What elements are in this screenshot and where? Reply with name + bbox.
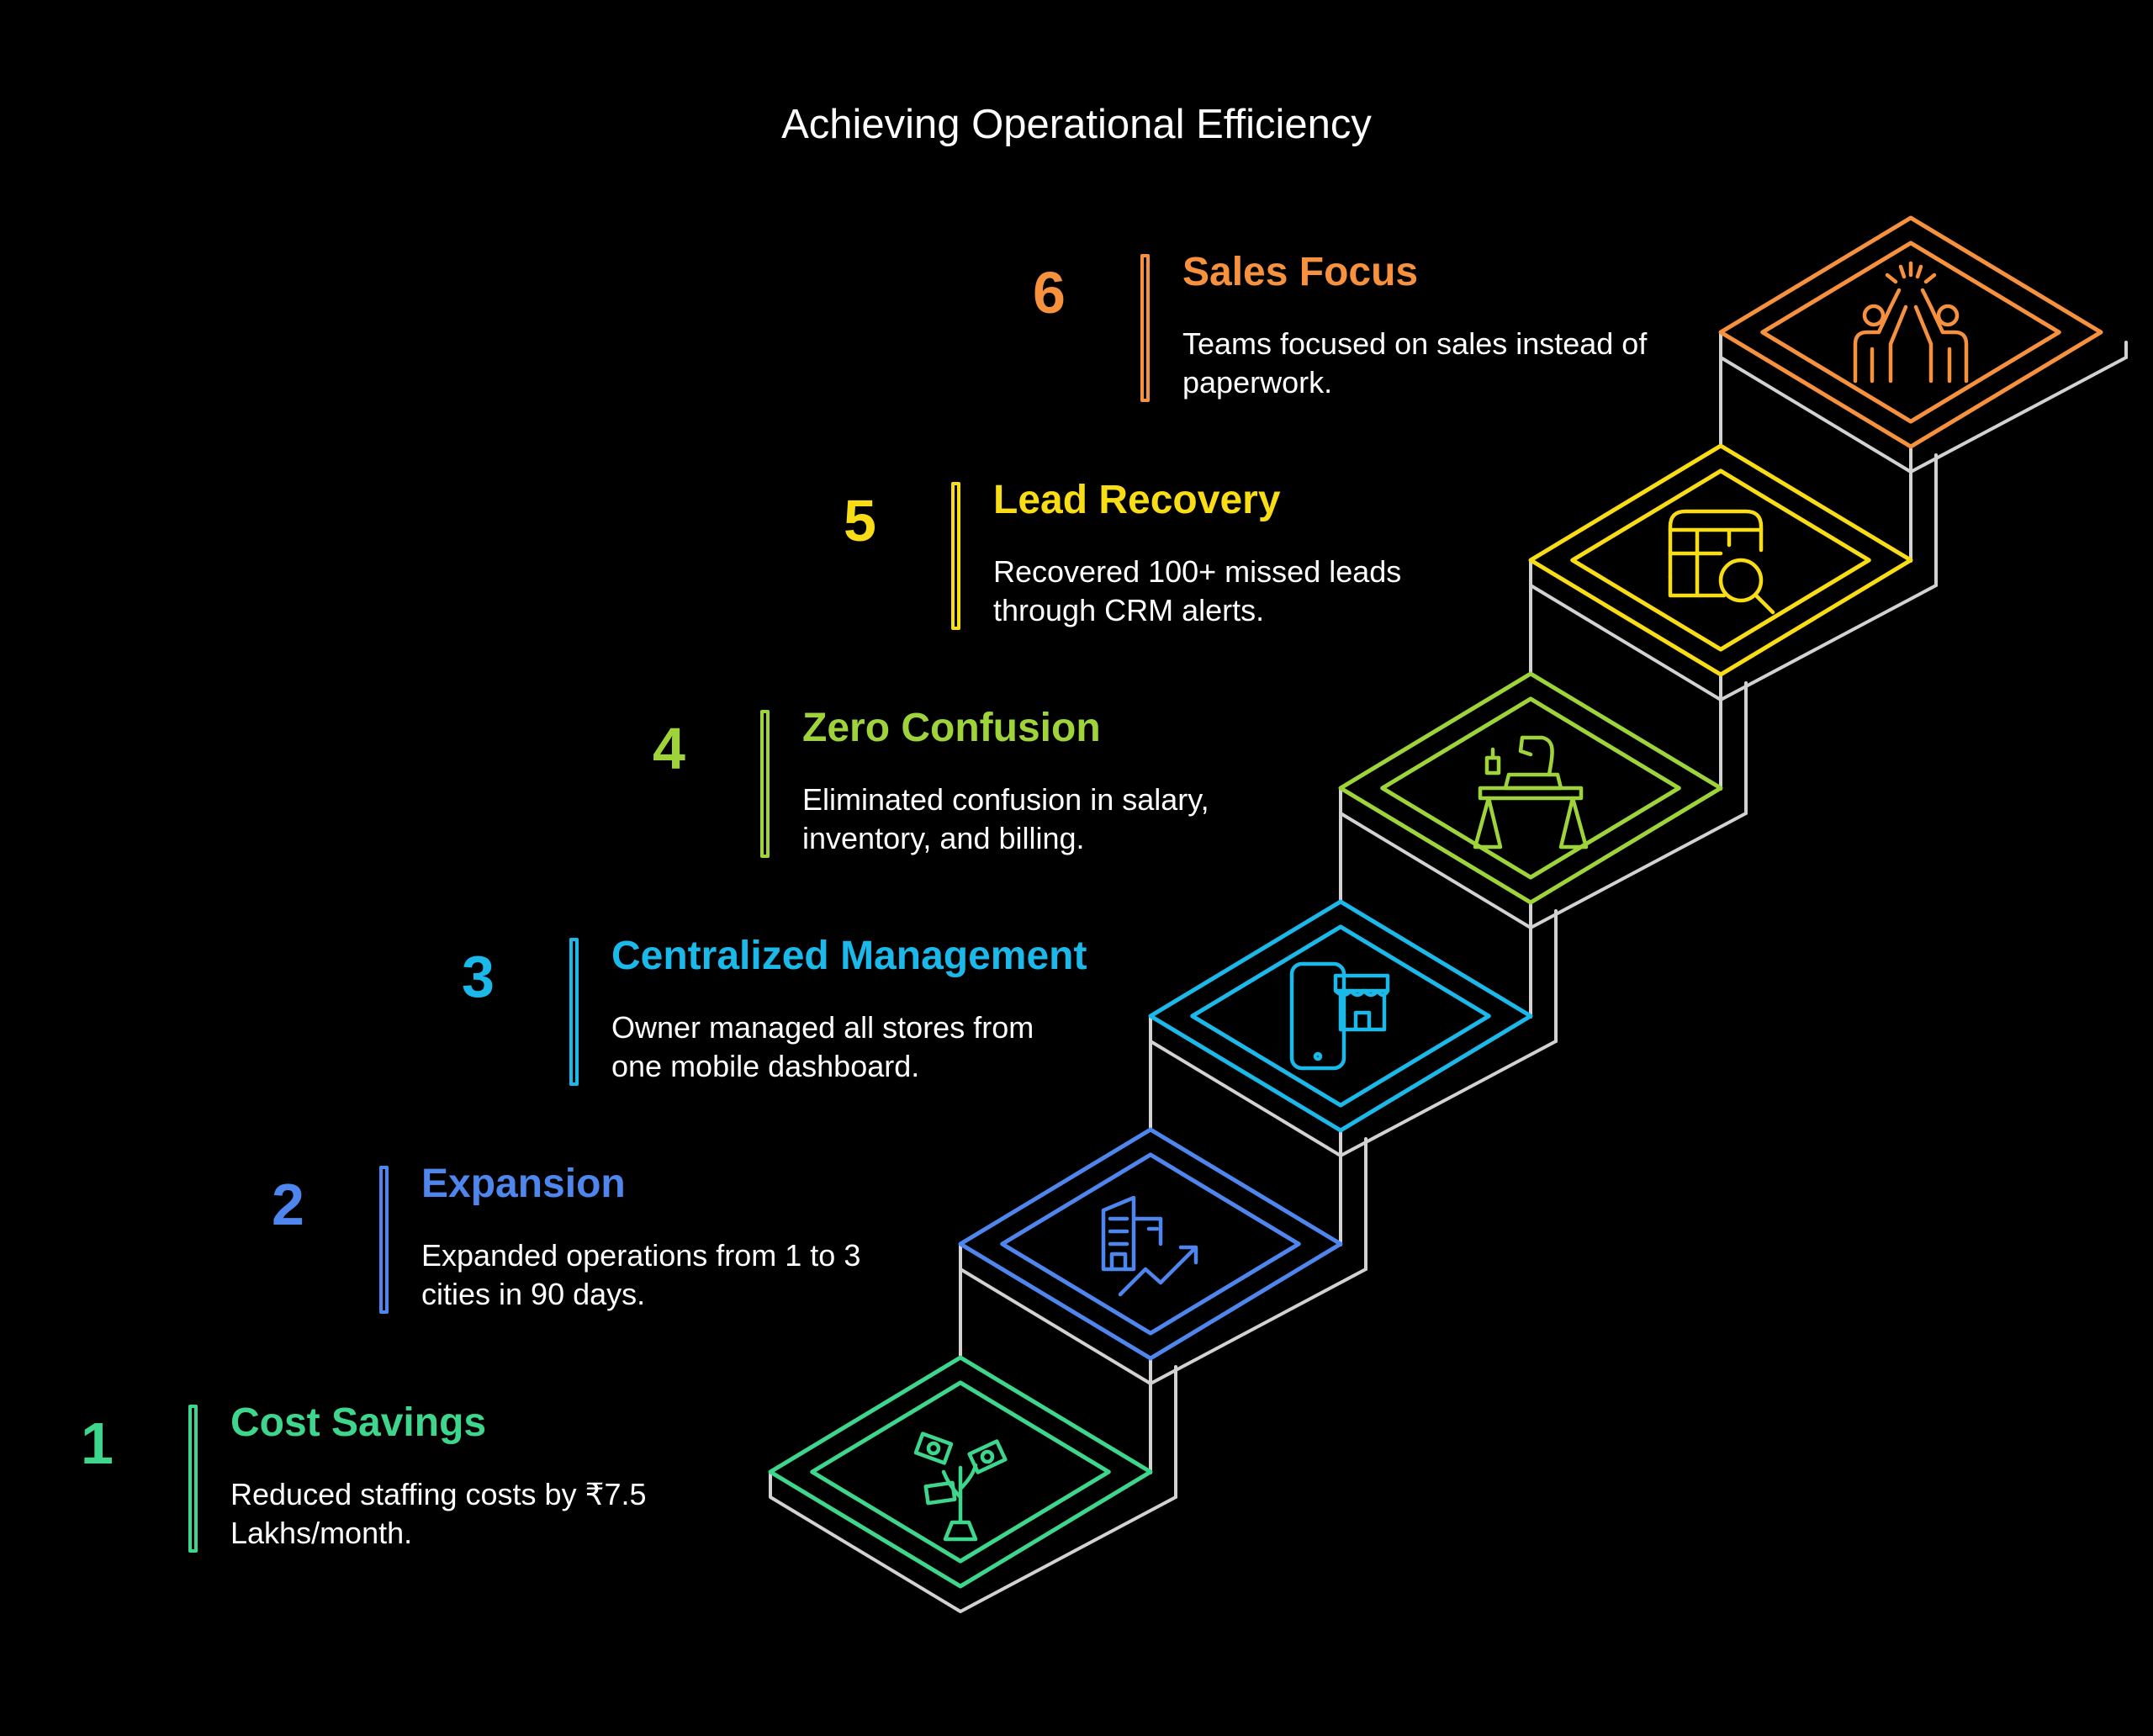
step-accent-bar — [1140, 254, 1150, 402]
step-accent-bar — [569, 938, 579, 1086]
tread-side-edge — [1339, 786, 1748, 929]
step-number: 5 — [844, 488, 876, 553]
table-search-icon-part — [1668, 509, 1764, 580]
step-heading: Lead Recovery — [993, 478, 1281, 522]
tread-side-edge — [1719, 331, 2128, 474]
mobile-store-icon-part — [1313, 1051, 1323, 1061]
staircase-risers — [769, 331, 2128, 1613]
step-description: Teams focused on sales instead of paperw… — [1182, 326, 1648, 400]
mobile-store-icon — [1289, 961, 1390, 1071]
team-high-five-icon-part — [1936, 304, 1960, 327]
team-high-five-icon-part — [1913, 304, 1952, 384]
step-tread-outer — [1718, 215, 2103, 449]
step-heading: Sales Focus — [1182, 250, 1419, 294]
desk-lamp-icon-part — [1473, 796, 1589, 849]
step-tread-outer — [958, 1127, 1343, 1361]
table-search-icon-part — [1718, 558, 1764, 603]
money-plant-icon — [913, 1432, 1008, 1542]
city-growth-icon — [1101, 1195, 1198, 1297]
step-description: Recovered 100+ missed leads through CRM … — [993, 554, 1402, 627]
step-description: Eliminated confusion in salary, inventor… — [802, 782, 1209, 855]
step-tread-outer — [1528, 443, 1913, 677]
money-plant-icon-part — [913, 1432, 954, 1465]
table-search-icon — [1668, 509, 1775, 615]
step-accent-bar — [188, 1405, 198, 1553]
team-high-five-icon — [1853, 261, 1969, 384]
step-tread-inner — [1570, 468, 1871, 652]
team-high-five-icon-part — [1862, 304, 1886, 327]
step-number: 3 — [462, 944, 495, 1009]
step-heading: Expansion — [421, 1162, 626, 1206]
step-description: Expanded operations from 1 to 3 cities i… — [421, 1238, 861, 1311]
team-high-five-icon-part — [1870, 304, 1908, 384]
team-high-five-icon-part — [1885, 261, 1937, 284]
step-number: 2 — [272, 1172, 304, 1237]
money-plant-icon-part — [980, 1449, 995, 1464]
tread-side-edge — [1149, 1014, 1558, 1157]
step-number: 6 — [1033, 260, 1066, 326]
desk-lamp-icon — [1473, 735, 1589, 849]
step-heading: Zero Confusion — [802, 706, 1101, 750]
city-growth-icon-part — [1109, 1252, 1128, 1272]
step-heading: Cost Savings — [230, 1400, 487, 1445]
step-tread-inner — [1190, 924, 1491, 1108]
step-accent-bar — [951, 482, 960, 630]
step-description: Owner managed all stores from one mobile… — [611, 1010, 1034, 1083]
tread-side-edge — [959, 1242, 1367, 1385]
money-plant-icon-part — [926, 1441, 941, 1456]
step-accent-bar — [379, 1166, 389, 1314]
mobile-store-icon-part — [1338, 993, 1387, 1032]
desk-lamp-icon-part — [1518, 735, 1554, 777]
step-tread-inner — [1000, 1152, 1301, 1336]
step-number: 4 — [653, 716, 685, 781]
mobile-store-icon-part — [1289, 961, 1346, 1071]
tread-side-edge — [1529, 558, 1938, 701]
step-heading: Centralized Management — [611, 934, 1087, 978]
tread-side-edge — [769, 1470, 1177, 1613]
staircase-icons — [913, 261, 1969, 1542]
table-search-icon-part — [1754, 593, 1775, 615]
step-description: Reduced staffing costs by ₹7.5 Lakhs/mon… — [230, 1477, 647, 1550]
city-growth-icon-part — [1118, 1245, 1198, 1297]
mobile-store-icon-part — [1333, 973, 1390, 998]
money-plant-icon-part — [967, 1439, 1008, 1474]
diagram-title: Achieving Operational Efficiency — [781, 102, 1372, 147]
money-plant-icon-part — [941, 1463, 978, 1500]
step-tread-inner — [1760, 241, 2061, 424]
team-high-five-icon-part — [1920, 288, 1969, 384]
table-search-icon-part — [1668, 527, 1764, 598]
step-tread-inner — [810, 1380, 1111, 1564]
desk-lamp-icon-part — [1503, 772, 1563, 791]
step-accent-bar — [760, 710, 770, 858]
city-growth-icon-part — [1108, 1216, 1160, 1246]
step-number: 1 — [81, 1410, 114, 1476]
staircase-treads — [768, 215, 2103, 1589]
team-high-five-icon-part — [1853, 288, 1902, 384]
